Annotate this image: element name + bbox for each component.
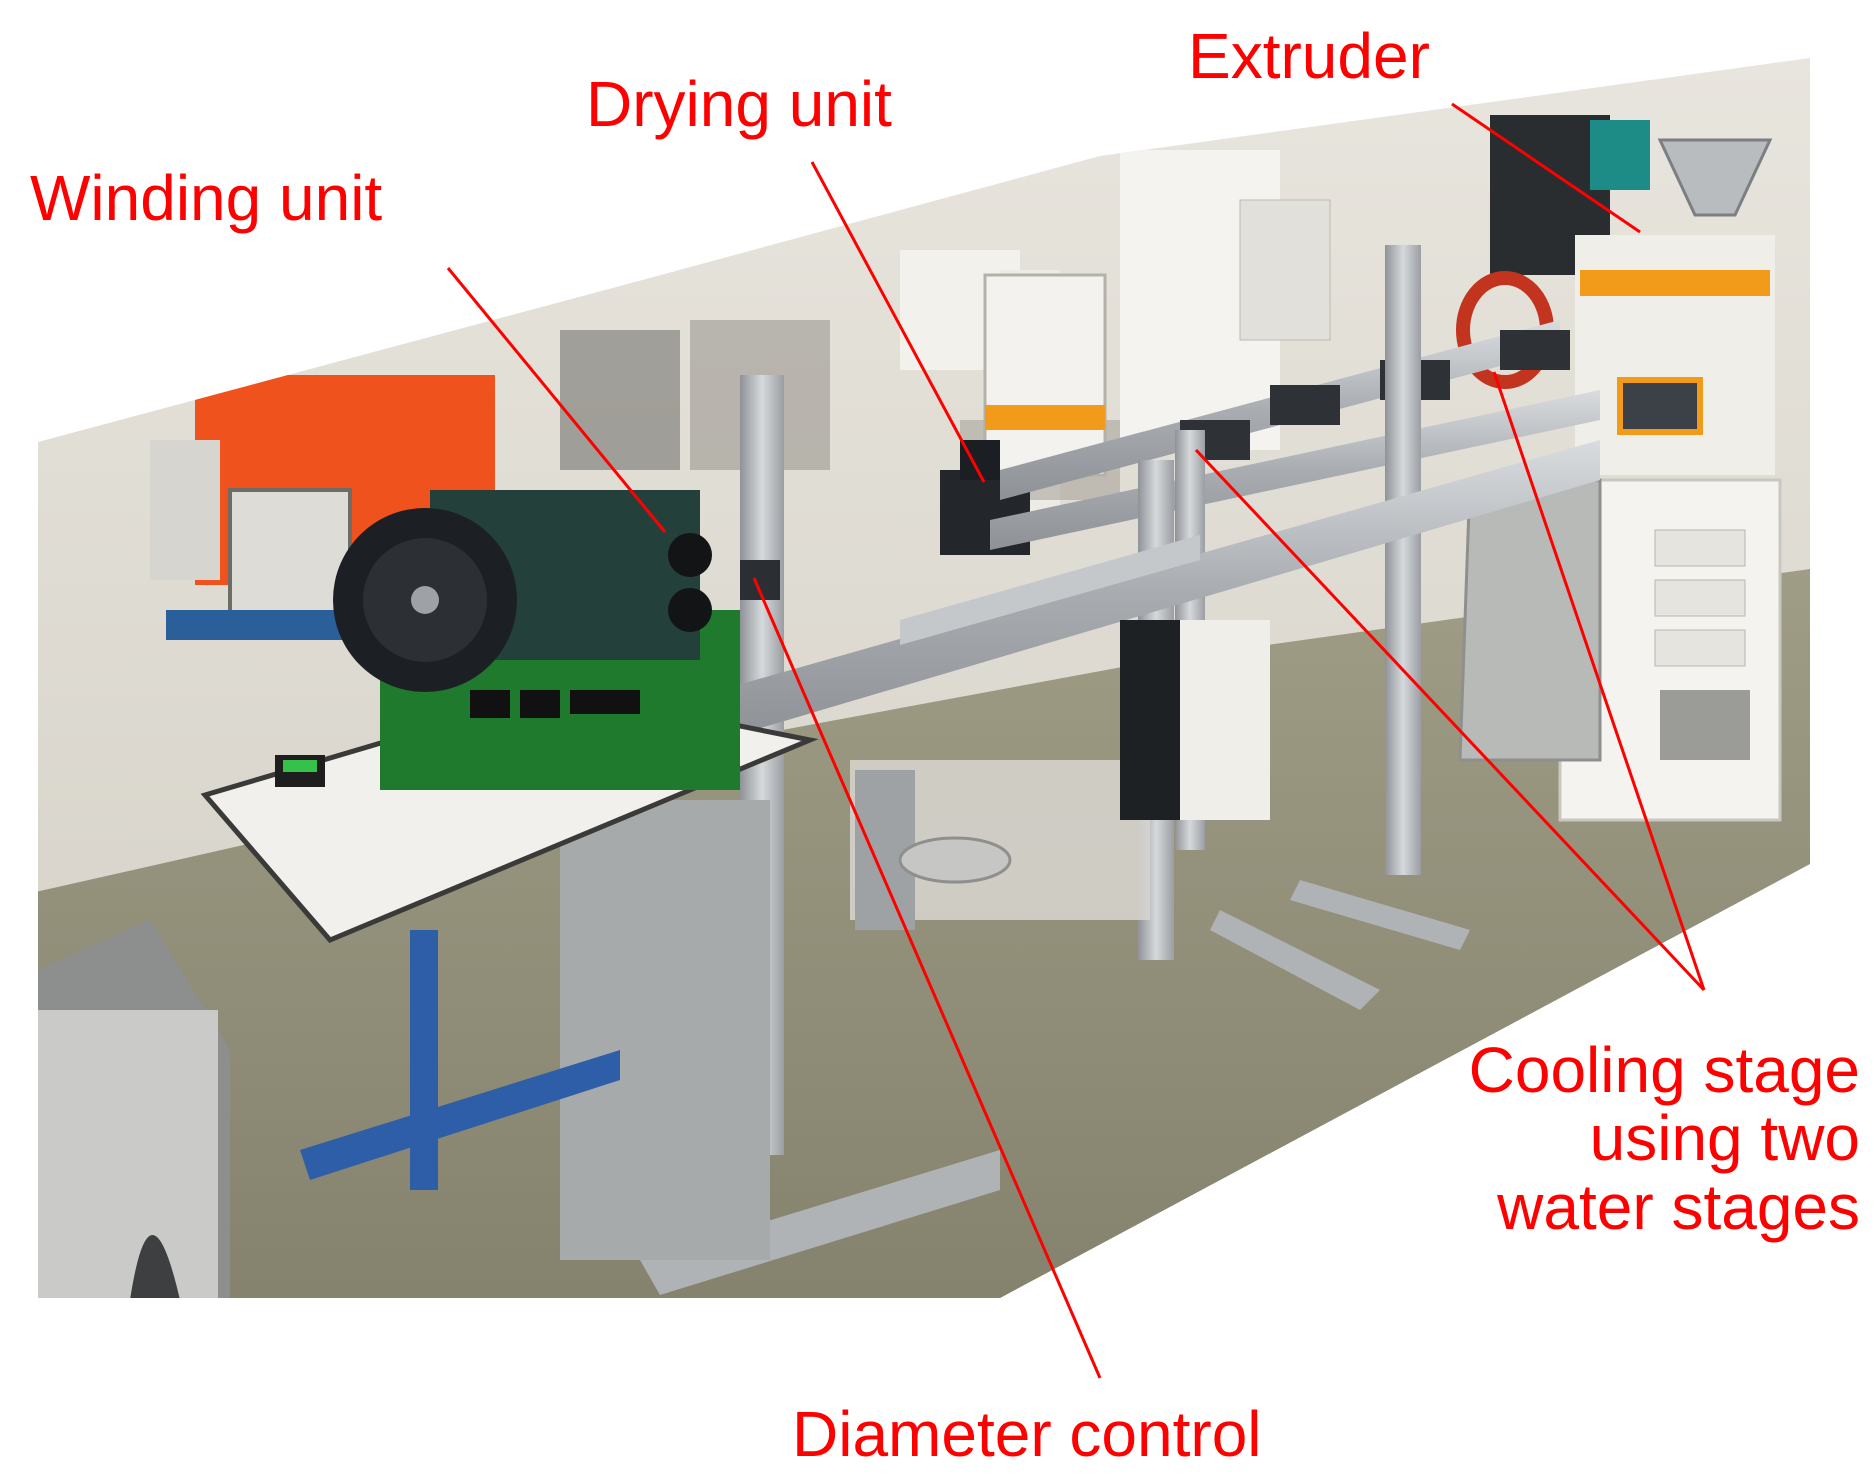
drying-unit-label: Drying unit — [586, 68, 892, 140]
cooling-stage-label-line-1: Cooling stage — [1468, 1034, 1860, 1106]
winding-unit-leader-line — [446, 267, 667, 533]
cooling-stage-label-line-3: water stages — [1497, 1170, 1860, 1243]
extruder-leader-line — [1451, 102, 1641, 234]
cooling-stage-label-line-2: using two — [1589, 1102, 1860, 1175]
cooling-stage-leader-line-2 — [1492, 371, 1706, 991]
annotation-lines — [446, 102, 1706, 1379]
diameter-control-label: Diameter control — [792, 1398, 1262, 1470]
diameter-control-leader-line — [752, 577, 1102, 1379]
extruder-label: Extruder — [1188, 20, 1430, 92]
cooling-stage-label: Cooling stage using two water stages — [1468, 1034, 1860, 1243]
cooling-stage-leader-line-1 — [1194, 448, 1706, 992]
drying-unit-leader-line — [810, 161, 986, 483]
winding-unit-label: Winding unit — [30, 162, 383, 234]
